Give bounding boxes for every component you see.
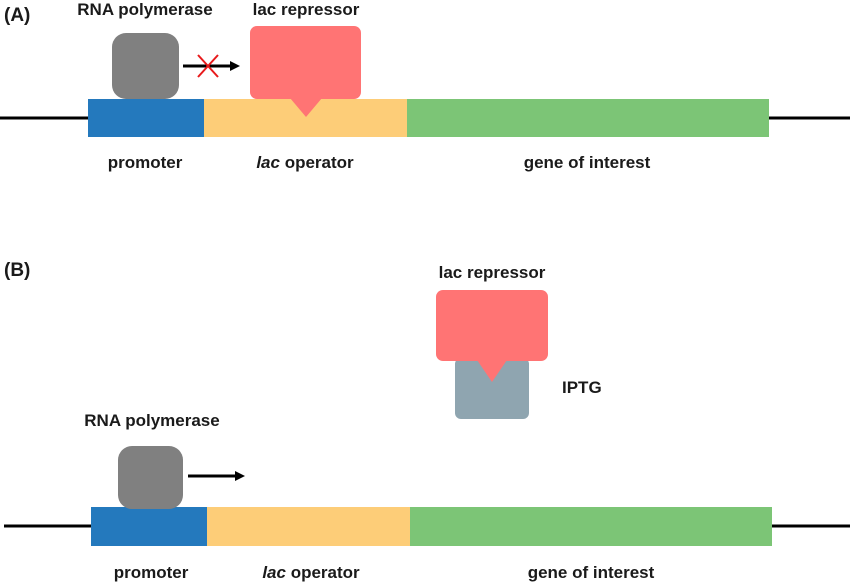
rna-polymerase-shape: [112, 33, 179, 99]
promoter-label: promoter: [108, 153, 183, 172]
lac-operator-segment: [207, 507, 410, 546]
lac-repressor-label: lac repressor: [439, 263, 546, 282]
panel-b: (B) lac repressor IPTG RNA polymerase pr…: [4, 260, 850, 582]
promoter-segment: [91, 507, 207, 546]
gene-of-interest-label: gene of interest: [524, 153, 651, 172]
iptg-shape: [455, 358, 529, 419]
promoter-segment: [88, 99, 204, 137]
lac-operator-label: lac operator: [262, 563, 360, 582]
panel-b-label: (B): [4, 260, 30, 281]
gene-of-interest-label: gene of interest: [528, 563, 655, 582]
lac-repressor-label: lac repressor: [253, 0, 360, 19]
panel-a-label: (A): [4, 5, 30, 26]
lac-repressor-shape: [250, 26, 361, 117]
lac-operator-label: lac operator: [256, 153, 354, 172]
promoter-label: promoter: [114, 563, 189, 582]
iptg-label: IPTG: [562, 378, 602, 397]
gene-of-interest-segment: [410, 507, 772, 546]
rna-polymerase-shape: [118, 446, 183, 509]
panel-a: (A) RNA polymerase lac repressor promote…: [0, 0, 850, 172]
blocked-cross-icon: [197, 54, 219, 78]
rna-polymerase-label: RNA polymerase: [77, 0, 212, 19]
lac-repressor-shape: [436, 290, 548, 382]
gene-of-interest-segment: [407, 99, 769, 137]
rna-polymerase-label: RNA polymerase: [84, 411, 219, 430]
